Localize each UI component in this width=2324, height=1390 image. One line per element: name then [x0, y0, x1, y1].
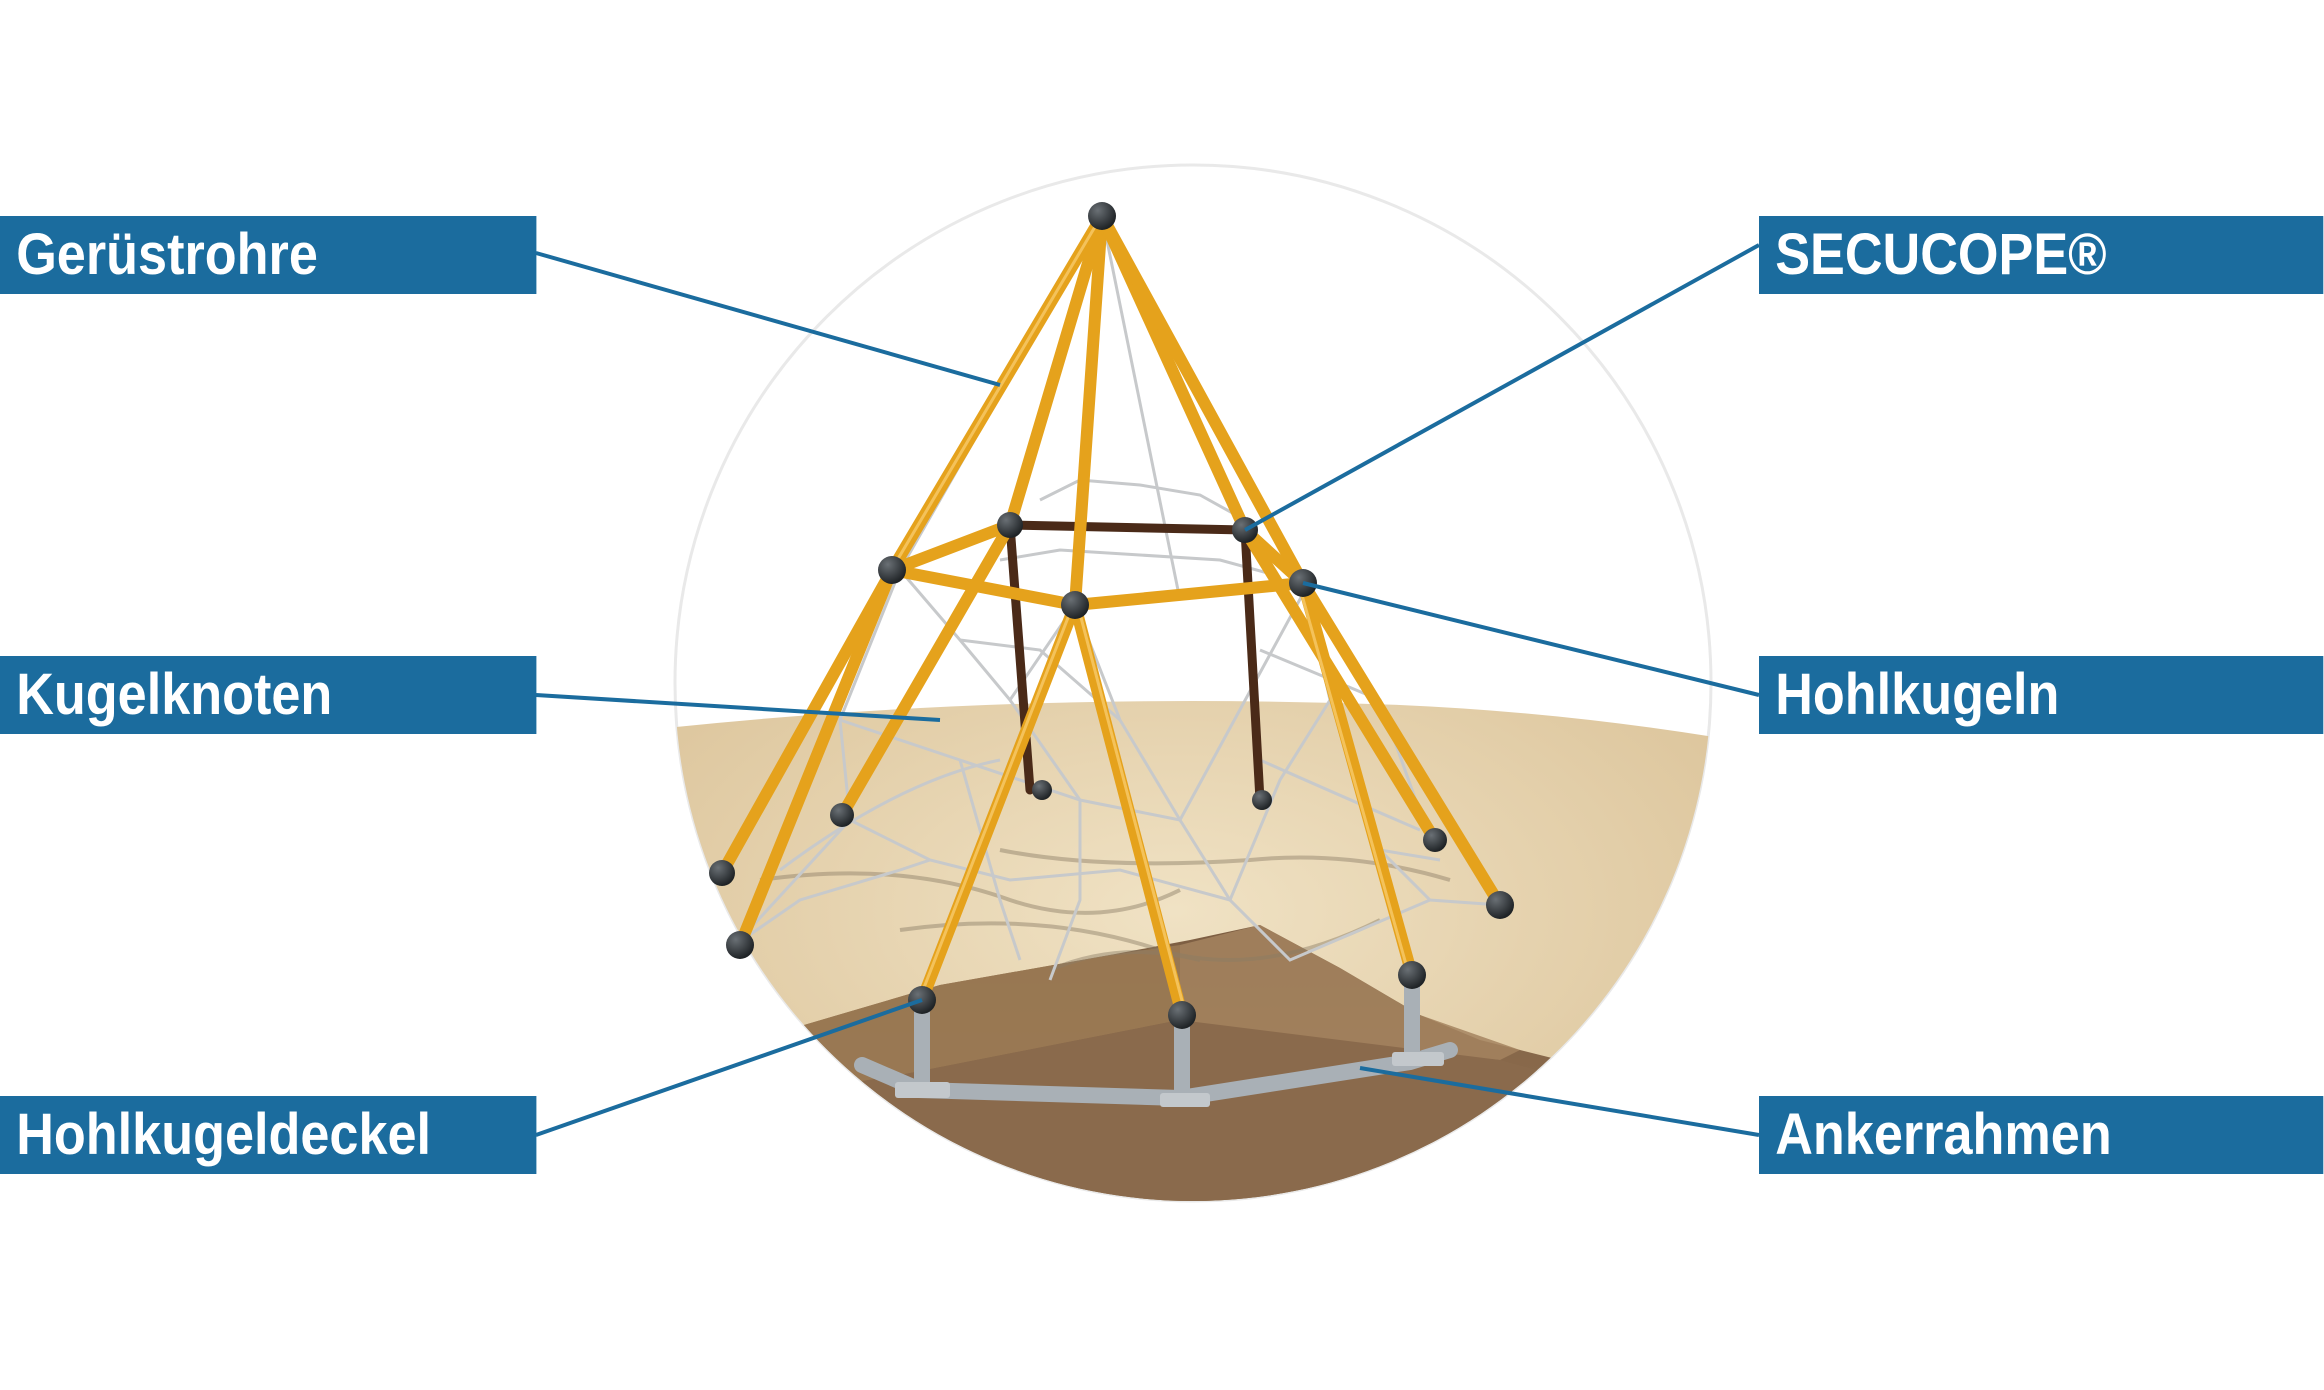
label-secucope: SECUCOPE® [1759, 216, 2324, 294]
label-ankerrahmen-text: Ankerrahmen [1775, 1102, 2112, 1167]
ball-node [878, 556, 906, 584]
ball-node [1252, 790, 1272, 810]
frame-tubes-highlight [887, 218, 1411, 1014]
label-geruestrohre-text: Gerüstrohre [16, 222, 318, 287]
ball-node [1423, 828, 1447, 852]
label-geruestrohre: Gerüstrohre [0, 216, 537, 294]
label-kugelknoten-text: Kugelknoten [16, 662, 333, 727]
leader-line-geruestrohre [535, 251, 1001, 387]
leader-line-hohlkugeldeckel [535, 998, 923, 1137]
label-hohlkugeldeckel-text: Hohlkugeldeckel [16, 1102, 432, 1167]
ball-node-apex [1088, 202, 1116, 230]
label-secucope-text: SECUCOPE® [1775, 222, 2107, 287]
ball-node [709, 860, 735, 886]
ball-node [1168, 1001, 1196, 1029]
leader-line-hohlkugeln [1302, 581, 1760, 697]
frame-tubes [716, 210, 1506, 1021]
ball-node [997, 512, 1023, 538]
label-hohlkugeln-text: Hohlkugeln [1775, 662, 2060, 727]
leader-line-secucope [1244, 243, 1760, 532]
ball-node [830, 803, 854, 827]
label-hohlkugeln: Hohlkugeln [1759, 656, 2324, 734]
label-kugelknoten: Kugelknoten [0, 656, 537, 734]
ball-node [1061, 591, 1089, 619]
anchor-plates [895, 1052, 1444, 1107]
pit-wall-right [1180, 925, 1520, 1060]
leader-line-kugelknoten [535, 693, 941, 722]
leader-lines [535, 243, 1760, 1137]
ball-node [1486, 891, 1514, 919]
ball-node [726, 931, 754, 959]
ball-node [1032, 780, 1052, 800]
label-hohlkugeldeckel: Hohlkugeldeckel [0, 1096, 537, 1174]
ball-node [1398, 961, 1426, 989]
leader-line-ankerrahmen [1359, 1066, 1760, 1137]
label-ankerrahmen: Ankerrahmen [1759, 1096, 2324, 1174]
pit-wall-left [770, 945, 1180, 1090]
